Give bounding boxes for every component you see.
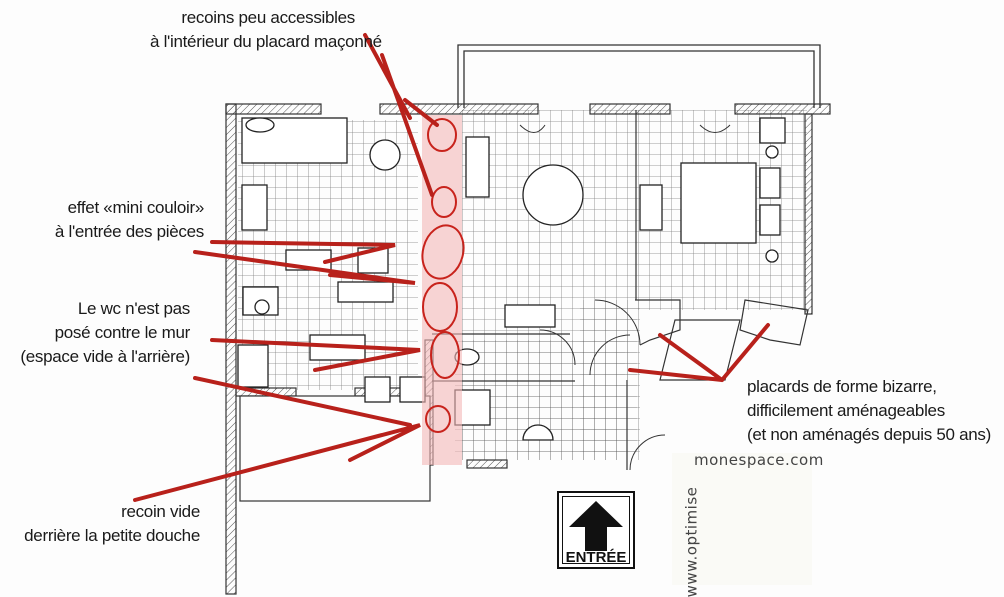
odd-shaped-closets: [635, 299, 809, 381]
cushion: [245, 117, 275, 133]
annotation-closets: placards de forme bizarre, difficilement…: [747, 375, 1004, 447]
annotation-wc-line2: posé contre le mur: [54, 323, 191, 342]
furniture: [237, 117, 786, 441]
annotation-wc: Le wc n'est pas posé contre le mur (espa…: [0, 297, 190, 369]
annotation-shower-line1: recoin vide: [121, 502, 200, 521]
pillow: [759, 167, 781, 199]
optimise-monespace-logo: monespace.com www.optimise: [672, 451, 823, 597]
entrance-label: ENTRÉE: [565, 549, 627, 566]
annotation-corridor: effet «mini couloir» à l'entrée des pièc…: [10, 196, 204, 244]
pillow: [759, 204, 781, 236]
bed: [680, 162, 757, 244]
annotation-arrows: [133, 33, 770, 502]
annotation-closets-line3: (et non aménagés depuis 50 ans): [747, 425, 991, 444]
balcony: [457, 44, 821, 108]
lamp: [765, 249, 779, 263]
entrance-sign: ENTRÉE: [557, 491, 635, 569]
armchair: [369, 139, 401, 171]
dining-table: [522, 164, 584, 226]
counter: [337, 281, 394, 303]
sink: [522, 424, 554, 441]
annotation-shower: recoin vide derrière la petite douche: [0, 500, 200, 548]
annotation-corridor-line1: effet «mini couloir»: [67, 198, 205, 217]
up-arrow-icon: [569, 501, 623, 551]
logo-side-text: www.optimise: [682, 486, 701, 597]
cabinet: [504, 304, 556, 328]
annotation-top-line1: recoins peu accessibles: [181, 8, 355, 27]
side-table: [241, 184, 268, 231]
annotation-top-line2: à l'intérieur du placard maçonné: [150, 32, 382, 51]
annotation-closets-line1: placards de forme bizarre,: [747, 377, 937, 396]
annotation-wc-line3: (espace vide à l'arrière): [20, 347, 190, 366]
lamp: [765, 145, 779, 159]
annotation-shower-line2: derrière la petite douche: [24, 526, 200, 545]
doors: [519, 124, 731, 471]
dresser: [639, 184, 663, 231]
annotation-closets-line2: difficilement aménageables: [747, 401, 945, 420]
logo-top-text: monespace.com: [694, 451, 824, 469]
annotation-top: recoins peu accessibles à l'intérieur du…: [150, 6, 382, 54]
annotation-wc-line1: Le wc n'est pas: [77, 299, 190, 318]
nightstand: [759, 117, 786, 144]
cabinet: [399, 376, 426, 403]
cabinet: [364, 376, 391, 403]
sideboard: [465, 136, 490, 198]
annotation-corridor-line2: à l'entrée des pièces: [54, 222, 204, 241]
fridge: [237, 344, 269, 388]
annotation-circles: [421, 118, 465, 433]
